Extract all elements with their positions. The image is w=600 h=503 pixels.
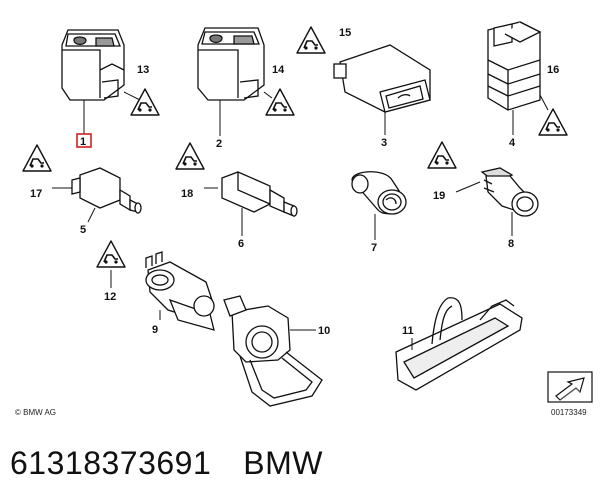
callout-12: 12 (104, 291, 116, 303)
callout-9: 9 (152, 324, 158, 336)
callout-6: 6 (238, 238, 244, 250)
leader-5 (87, 207, 96, 223)
callout-10: 10 (318, 325, 330, 337)
part-4-connector (487, 21, 542, 111)
warning-icon-15 (296, 26, 326, 54)
warning-icon-16 (538, 108, 568, 136)
leader-16 (539, 94, 549, 111)
part-number: 61318373691 (10, 444, 212, 481)
catalog-number: 00173349 (551, 408, 587, 417)
parts-diagram: 1 13 2 14 15 3 4 16 17 (15, 21, 593, 417)
part-8-socket (480, 167, 539, 217)
part-2-switch (197, 27, 265, 101)
callout-16: 16 (547, 64, 559, 76)
callout-18: 18 (181, 188, 193, 200)
part-10-holder (223, 295, 323, 407)
callout-4: 4 (509, 137, 516, 149)
arrow-icon (547, 371, 593, 403)
warning-icon-18 (175, 142, 205, 170)
callout-11: 11 (402, 325, 414, 337)
part-9-lighter-socket (145, 251, 215, 331)
callout-1: 1 (80, 136, 86, 148)
leader-19 (455, 181, 481, 193)
warning-icon-12 (96, 240, 126, 268)
part-7-socket (351, 171, 407, 215)
callout-2: 2 (216, 138, 222, 150)
warning-icon-13 (130, 88, 160, 116)
part-11-cable-strip (395, 297, 523, 391)
leader-13 (123, 91, 141, 101)
callout-15: 15 (339, 27, 351, 39)
callout-14: 14 (272, 64, 285, 76)
callout-3: 3 (381, 137, 387, 149)
part-5-brake-switch (71, 167, 142, 214)
leader-14 (263, 91, 273, 99)
footer: 61318373691 BMW (10, 438, 323, 488)
warning-icon-19 (427, 141, 457, 169)
brand-name: BMW (243, 444, 323, 481)
copyright-text: © BMW AG (15, 408, 56, 417)
callout-8: 8 (508, 238, 514, 250)
part-3-fuel-cap-switch (333, 44, 431, 113)
part-1-switch (61, 29, 125, 101)
callout-17: 17 (30, 188, 42, 200)
part-6-switch (221, 171, 298, 217)
warning-icon-17 (22, 144, 52, 172)
callout-1-highlight (76, 133, 92, 148)
callout-5: 5 (80, 224, 86, 236)
callout-19: 19 (433, 190, 445, 202)
callout-7: 7 (371, 242, 377, 254)
warning-icon-14 (265, 88, 295, 116)
callout-13: 13 (137, 64, 149, 76)
